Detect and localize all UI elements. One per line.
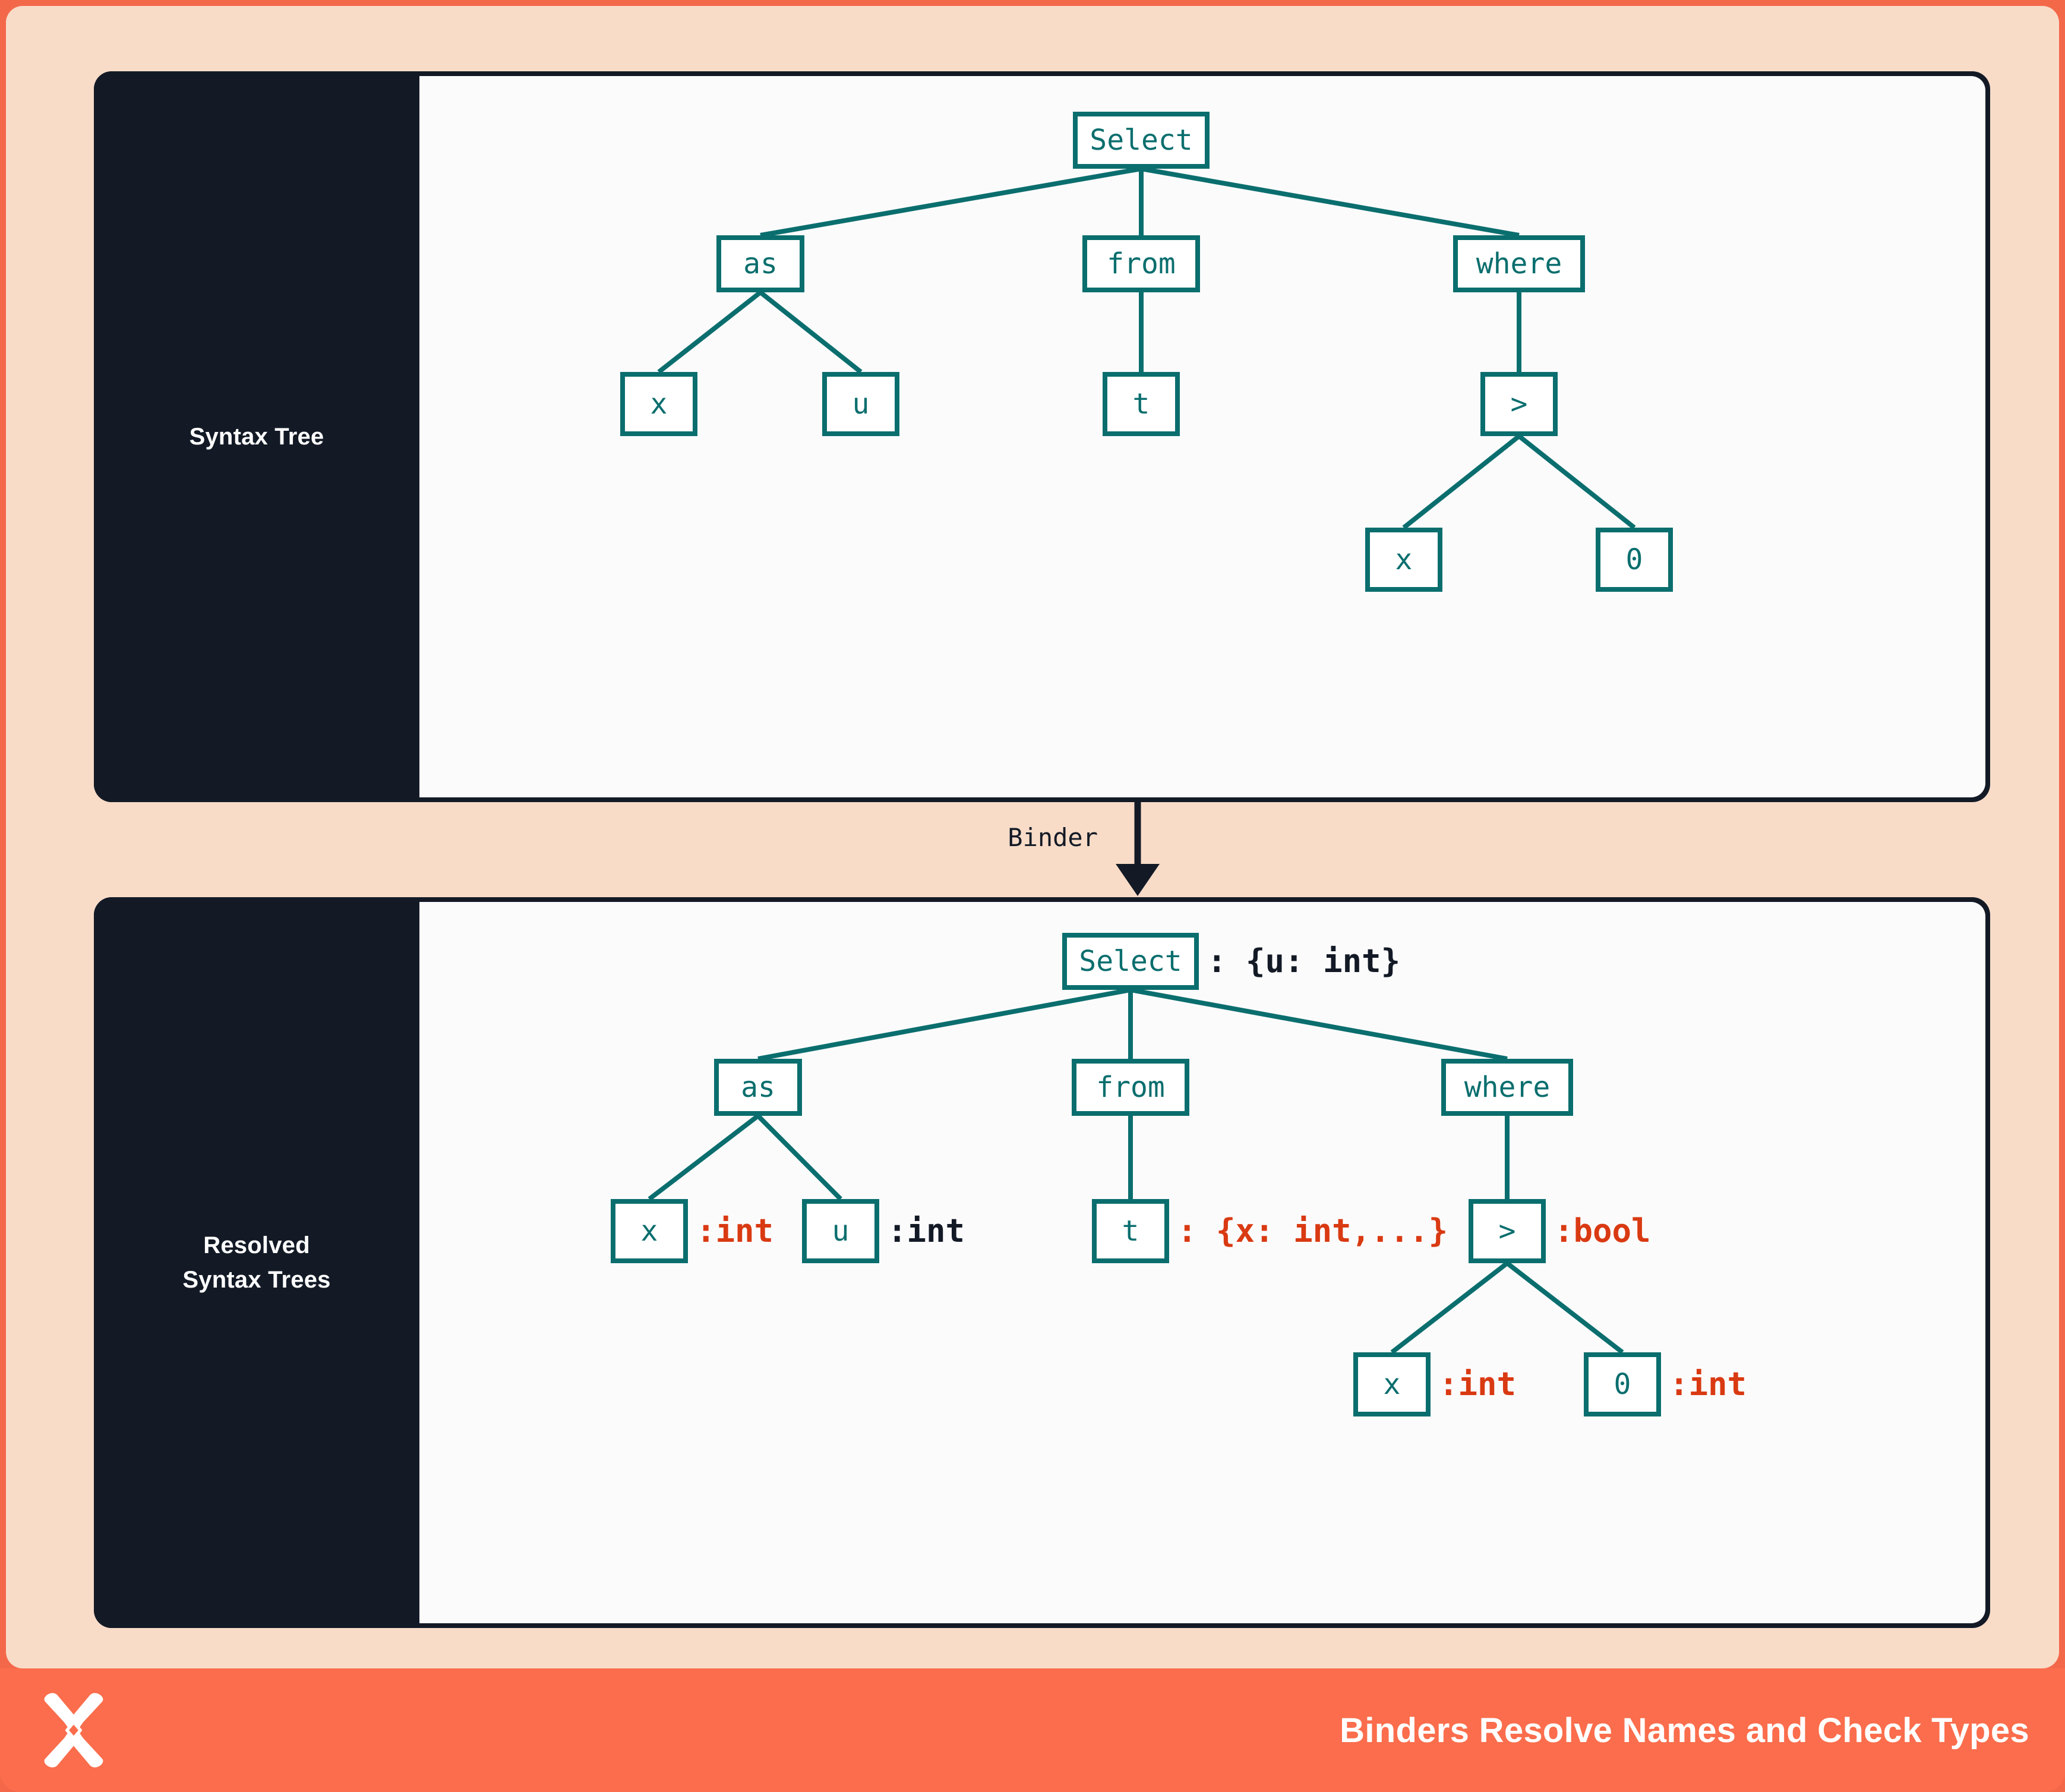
tree-node-where[interactable]: where (1441, 1059, 1573, 1116)
tree-node-gt-x[interactable]: x (1353, 1352, 1431, 1416)
panel-label-syntax-tree: Syntax Tree (94, 71, 419, 802)
tree-edge (648, 1113, 760, 1201)
tree-node-gt-0[interactable]: 0 (1584, 1352, 1661, 1416)
tree-edge (759, 290, 863, 374)
tree-node-as[interactable]: as (716, 235, 804, 292)
tree-node-gt-0[interactable]: 0 (1596, 528, 1673, 592)
tree-edges (648, 988, 1624, 1355)
tree-node-as-x[interactable]: x (611, 1199, 688, 1263)
tree-node-as-u[interactable]: u (802, 1199, 879, 1263)
tree-edge (1517, 434, 1636, 530)
tree-edge (1130, 988, 1508, 1061)
footer-title: Binders Resolve Names and Check Types (1340, 1711, 2029, 1750)
tree-edges (657, 166, 1636, 530)
tree-node-select[interactable]: Select (1073, 112, 1210, 169)
tree-node-where[interactable]: where (1453, 235, 1585, 292)
tree-node-annotation-as-x: :int (696, 1212, 774, 1250)
tree-node-as[interactable]: as (714, 1059, 802, 1116)
tree-node-gt[interactable]: > (1469, 1199, 1546, 1263)
tree-node-annotation-gt-x: :int (1439, 1365, 1517, 1403)
panel-syntax-tree: Syntax Tree Select as from where x u t > x 0 (94, 71, 1990, 802)
tree-node-annotation-gt-0: :int (1669, 1365, 1747, 1403)
tree-node-annotation-from-t: : {x: int,...} (1177, 1212, 1448, 1250)
tree-edge (757, 988, 1131, 1061)
tree-edge (1402, 434, 1521, 530)
binder-label: Binder (1008, 823, 1098, 852)
tree-edge (756, 1114, 842, 1201)
tree-canvas-syntax-tree: Select as from where x u t > x 0 (419, 76, 1985, 797)
tree-edge (1390, 1261, 1509, 1355)
tree-node-gt-x[interactable]: x (1365, 528, 1442, 592)
footer-bar: Binders Resolve Names and Check Types (0, 1668, 2065, 1792)
tree-node-annotation-as-u: :int (888, 1212, 965, 1250)
tree-node-from-t[interactable]: t (1092, 1199, 1169, 1263)
tree-node-select[interactable]: Select (1062, 933, 1199, 990)
tree-edge (1141, 166, 1520, 238)
binder-arrow-icon (1116, 802, 1160, 896)
tree-node-as-u[interactable]: u (822, 372, 899, 436)
tree-node-gt[interactable]: > (1480, 372, 1558, 436)
tree-edge (760, 166, 1142, 238)
tree-node-as-x[interactable]: x (620, 372, 697, 436)
diagram-canvas: Syntax Tree Select as from where x u t > x 0 Bind… (6, 6, 2059, 1668)
tree-edge (1505, 1261, 1624, 1355)
tree-node-annotation-gt: :bool (1554, 1212, 1651, 1250)
tree-node-from[interactable]: from (1072, 1059, 1189, 1116)
x-butterfly-logo-icon (44, 1693, 103, 1768)
tree-node-from-t[interactable]: t (1103, 372, 1180, 436)
tree-node-annotation-select: : {u: int} (1207, 942, 1401, 980)
tree-edge (657, 290, 762, 374)
tree-node-from[interactable]: from (1082, 235, 1200, 292)
